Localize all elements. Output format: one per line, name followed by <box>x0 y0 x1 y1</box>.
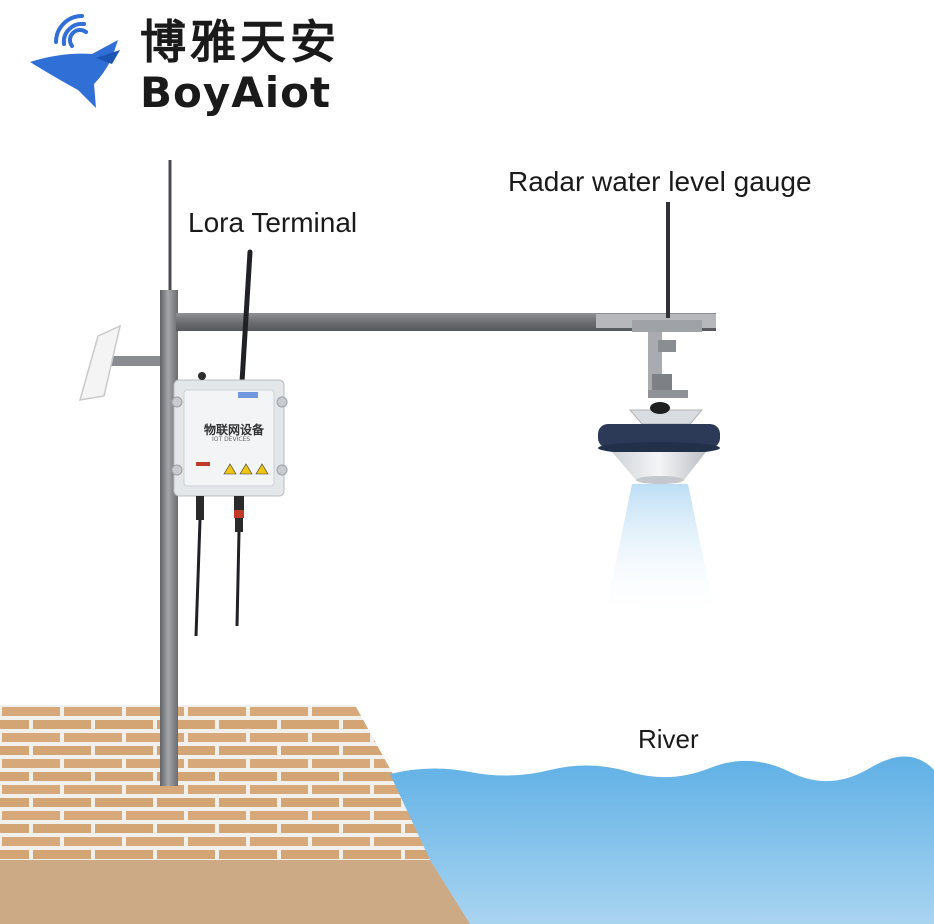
brick-wall <box>0 705 480 924</box>
device-label-english: IOT DEVICES <box>212 436 251 443</box>
solar-panel <box>78 324 164 401</box>
wifi-signal-icon <box>54 14 88 48</box>
lora-terminal-label: Lora Terminal <box>188 207 358 238</box>
river-water <box>390 756 934 924</box>
radar-gauge-body <box>598 402 720 484</box>
radar-gauge-label: Radar water level gauge <box>508 166 812 197</box>
brand-name-english: BoyAiot <box>140 68 332 117</box>
device-label-chinese: 物联网设备 <box>204 423 265 437</box>
radar-mount-bracket <box>632 320 702 398</box>
vertical-pole <box>160 290 178 786</box>
terminal-bottom-antennas <box>194 496 244 637</box>
lora-antenna <box>239 249 253 385</box>
bird-logo-icon <box>30 40 120 108</box>
brand-name-chinese: 博雅天安 <box>140 15 340 69</box>
horizontal-arm <box>176 313 716 331</box>
radar-beam <box>604 484 716 620</box>
river-label: River <box>638 724 699 754</box>
lora-terminal-box <box>171 372 288 497</box>
